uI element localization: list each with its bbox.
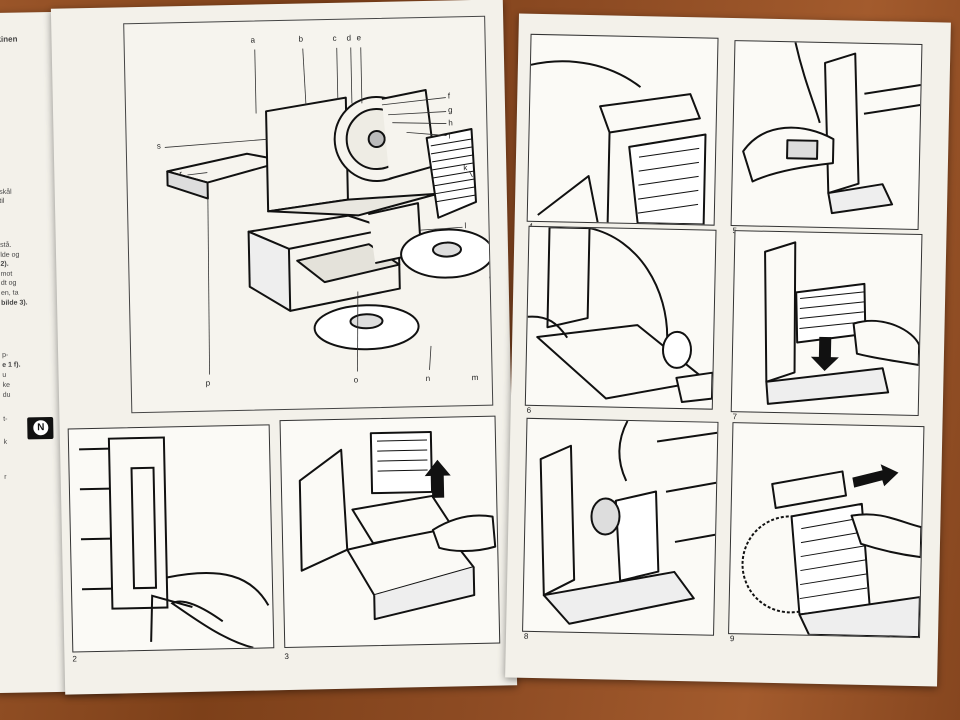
- label-p: p: [205, 378, 211, 388]
- label-h: h: [448, 118, 453, 128]
- figure-3-frame: [279, 415, 501, 649]
- left-text-10: p-: [1, 351, 9, 359]
- label-n: n: [425, 373, 431, 384]
- label-m: m: [471, 372, 479, 383]
- label-l: l: [464, 221, 467, 231]
- label-d: d: [346, 33, 352, 43]
- label-o: o: [353, 375, 359, 385]
- figure-5-illustration: [742, 42, 921, 215]
- label-k: k: [463, 163, 468, 173]
- figure-6-frame: [524, 225, 717, 410]
- left-text-9: bilde 3).: [1, 299, 28, 307]
- figure-7-number: 7: [732, 412, 738, 422]
- section-badge: N: [27, 416, 54, 440]
- middle-page: a b c d e f g h i k l s r p o n m: [50, 0, 518, 695]
- figure-8-number: 8: [523, 631, 529, 641]
- label-c: c: [332, 33, 337, 43]
- figure-8-illustration: [539, 420, 718, 625]
- left-text-8: en, ta: [0, 289, 19, 297]
- left-text-15: t-: [3, 415, 8, 423]
- figure-3-illustration: [298, 430, 497, 621]
- figure-6-number: 6: [526, 405, 532, 415]
- figure-7-illustration: [764, 241, 921, 405]
- left-text-6: mot: [0, 270, 13, 278]
- left-text-7: dt og: [0, 279, 17, 287]
- left-text-13: ke: [2, 381, 11, 389]
- left-text-5: 2).: [0, 260, 9, 268]
- exploded-diagram: a b c d e f g h i k l s r p o n m: [123, 15, 494, 414]
- left-text-1: skål: [0, 188, 12, 196]
- left-text-11: e 1 f).: [2, 361, 21, 369]
- left-text-3: stå.: [0, 241, 12, 249]
- figure-8-frame: [522, 417, 719, 636]
- label-i: i: [448, 131, 451, 141]
- left-text-2: til: [0, 197, 5, 205]
- left-text-14: du: [2, 391, 11, 399]
- left-header: kinen: [0, 34, 18, 44]
- figure-6-illustration: [527, 226, 714, 404]
- figure-9-number: 9: [729, 634, 735, 644]
- left-text-17: r: [4, 473, 7, 481]
- left-text-4: lde og: [0, 251, 20, 259]
- label-r: r: [179, 169, 183, 179]
- label-s: s: [156, 141, 161, 151]
- figure-7-frame: [730, 230, 923, 417]
- figure-2-frame: [67, 424, 275, 653]
- section-badge-letter: N: [33, 420, 49, 436]
- figure-4-illustration: [530, 60, 707, 225]
- figure-9-illustration: [741, 464, 923, 638]
- figure-4-frame: [526, 33, 719, 226]
- slicer-diagram-svg: [164, 47, 493, 375]
- figure-5-frame: [730, 40, 923, 230]
- right-page: 4 5 6: [505, 13, 951, 687]
- label-b: b: [298, 34, 304, 44]
- figure-2-number: 2: [72, 654, 78, 664]
- label-g: g: [447, 105, 453, 115]
- label-f: f: [447, 91, 451, 101]
- label-a: a: [250, 35, 256, 45]
- figure-9-frame: [728, 422, 925, 639]
- figure-3-number: 3: [284, 651, 290, 662]
- figure-2-illustration: [79, 436, 270, 649]
- left-text-16: k: [3, 438, 8, 446]
- label-e: e: [356, 33, 362, 43]
- left-text-12: u: [2, 371, 7, 379]
